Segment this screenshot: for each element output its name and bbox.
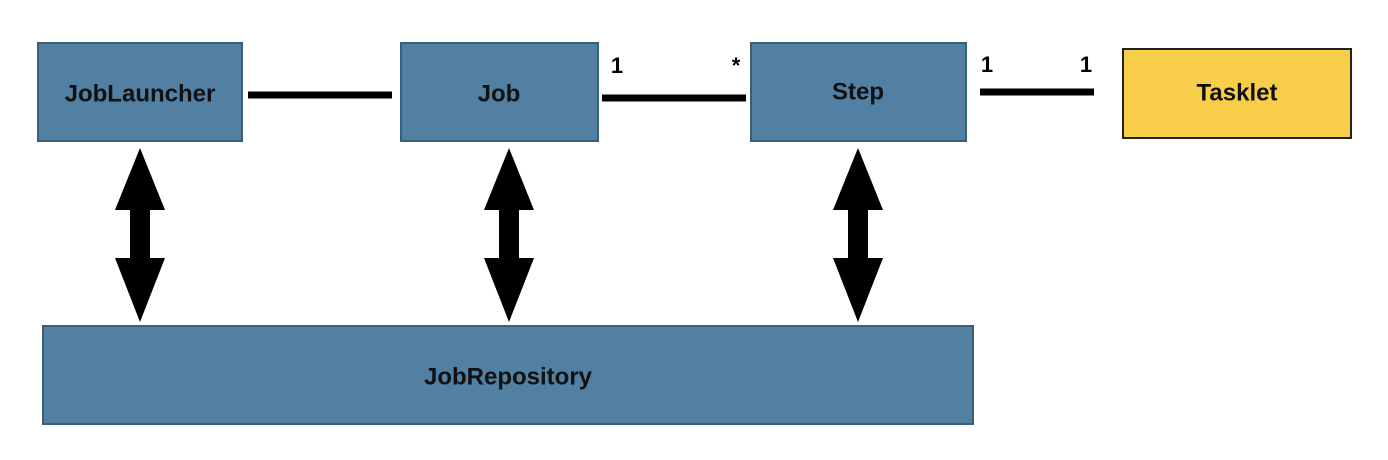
tasklet-node: Tasklet — [1122, 48, 1352, 139]
tasklet-label: Tasklet — [1197, 79, 1278, 106]
job-repository-box — [42, 325, 974, 425]
job-launcher-box — [37, 42, 243, 142]
job-launcher-label: JobLauncher — [65, 80, 216, 107]
job-label: Job — [478, 80, 521, 107]
job-repository-double-arrow — [484, 148, 534, 322]
step-tasklet-multiplicity-to: 1 — [1080, 52, 1092, 77]
job-repository-label: JobRepository — [424, 363, 593, 390]
job-node: Job — [400, 42, 599, 142]
step-label: Step — [832, 78, 884, 105]
step-tasklet-multiplicity-from: 1 — [981, 52, 993, 77]
step-box — [750, 42, 967, 142]
job-step-multiplicity-to: * — [732, 53, 741, 78]
step-repository-double-arrow — [833, 148, 883, 322]
tasklet-box — [1122, 48, 1352, 139]
job-repository-node: JobRepository — [42, 325, 974, 425]
launcher-repository-double-arrow — [115, 148, 165, 322]
step-node: Step — [750, 42, 967, 142]
job-box — [400, 42, 599, 142]
job-step-multiplicity-from: 1 — [611, 53, 623, 78]
job-launcher-node: JobLauncher — [37, 42, 243, 142]
